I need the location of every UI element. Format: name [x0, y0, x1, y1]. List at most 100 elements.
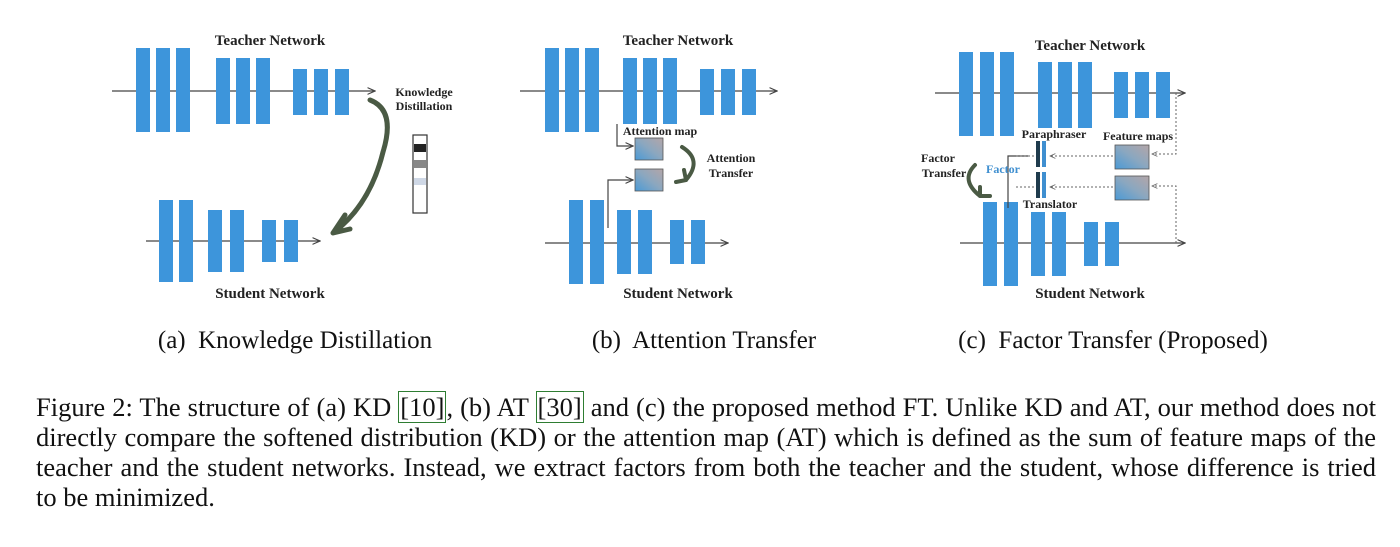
- layer-block: [980, 52, 994, 136]
- layer-block: [1105, 222, 1119, 266]
- layer-block: [236, 58, 250, 124]
- layer-block: [590, 200, 604, 284]
- layer-block: [256, 58, 270, 124]
- layer-block: [1114, 72, 1128, 118]
- layer-block: [176, 48, 190, 132]
- teacher-network-label: Teacher Network: [1035, 38, 1146, 54]
- layer-block: [569, 200, 583, 284]
- layer-block: [1038, 62, 1052, 128]
- layer-block: [230, 210, 244, 272]
- subcaption-b: (b) Attention Transfer: [592, 327, 817, 354]
- student-layers: [983, 202, 1119, 286]
- layer-block: [136, 48, 150, 132]
- factor-label: Factor: [986, 162, 1021, 176]
- layer-block: [565, 48, 579, 132]
- layer-block: [284, 220, 298, 262]
- panel-b: Teacher Network Student Network Attentio…: [520, 33, 777, 302]
- layer-block: [293, 69, 307, 115]
- subcaption-a: (a) Knowledge Distillation: [158, 327, 433, 354]
- translator-label: Translator: [1023, 197, 1078, 211]
- layer-block: [1000, 52, 1014, 136]
- translator-block: [1042, 172, 1046, 198]
- layer-block: [1156, 72, 1170, 118]
- student-network-label: Student Network: [1035, 286, 1145, 302]
- layer-block: [983, 202, 997, 286]
- layer-block: [721, 69, 735, 115]
- layer-block: [1078, 62, 1092, 128]
- distribution-cell: [414, 144, 426, 152]
- student-network-label: Student Network: [215, 286, 325, 302]
- teacher-network-label: Teacher Network: [623, 33, 734, 49]
- layer-block: [159, 200, 173, 282]
- student-attention-map: [634, 168, 664, 192]
- teacher-layers: [136, 48, 349, 132]
- layer-block: [663, 58, 677, 124]
- student-attention-link: [607, 180, 633, 228]
- teacher-attention-link: [616, 124, 633, 146]
- teacher-network-label: Teacher Network: [215, 33, 326, 49]
- student-network-label: Student Network: [623, 286, 733, 302]
- student-feature-link: [1152, 186, 1177, 243]
- layer-block: [742, 69, 756, 115]
- layer-block: [585, 48, 599, 132]
- student-layers: [159, 200, 298, 282]
- layer-block: [623, 58, 637, 124]
- figure-caption: Figure 2: The structure of (a) KD [10], …: [36, 391, 1376, 512]
- layer-block: [670, 220, 684, 264]
- student-layers: [569, 200, 705, 284]
- figure: Teacher Network Student Network Knowledg…: [112, 33, 1268, 354]
- layer-block: [643, 58, 657, 124]
- attention-transfer-arrow: [674, 145, 696, 184]
- transfer-label-line2: Transfer: [709, 166, 754, 180]
- feature-maps-label: Feature maps: [1103, 129, 1173, 143]
- layer-block: [545, 48, 559, 132]
- layer-block: [208, 210, 222, 272]
- layer-block: [959, 52, 973, 136]
- teacher-feature-map: [1114, 144, 1150, 170]
- knowledge-distillation-arrow: [330, 97, 390, 236]
- layer-block: [335, 69, 349, 115]
- distribution-frame: [412, 134, 428, 214]
- layer-block: [1004, 202, 1018, 286]
- factor-transfer-arrow: [966, 163, 992, 198]
- teacher-feature-link: [1152, 93, 1177, 154]
- layer-block: [1135, 72, 1149, 118]
- layer-block: [179, 200, 193, 282]
- distribution-cell: [414, 178, 426, 185]
- transfer-label-line2: Transfer: [922, 166, 967, 180]
- paraphraser-block: [1042, 141, 1046, 167]
- teacher-attention-map: [634, 137, 664, 161]
- paraphraser-label: Paraphraser: [1022, 127, 1087, 141]
- method-label-line1: Knowledge: [395, 85, 453, 99]
- caption-prefix: Figure 2: The structure of (a) KD: [36, 392, 399, 422]
- translator-block: [1036, 172, 1040, 198]
- layer-block: [691, 220, 705, 264]
- layer-block: [700, 69, 714, 115]
- layer-block: [1031, 212, 1045, 276]
- layer-block: [262, 220, 276, 262]
- citation-link-10[interactable]: [10]: [398, 391, 447, 423]
- softened-distribution-bar: [412, 134, 428, 214]
- layer-block: [1084, 222, 1098, 266]
- transfer-label-line1: Attention: [707, 151, 756, 165]
- panel-a: Teacher Network Student Network Knowledg…: [112, 33, 453, 302]
- citation-link-30[interactable]: [30]: [535, 391, 584, 423]
- layer-block: [1052, 212, 1066, 276]
- layer-block: [1058, 62, 1072, 128]
- panel-c: Teacher Network Student Network Paraphra…: [921, 38, 1185, 302]
- figure-svg: Teacher Network Student Network Knowledg…: [112, 33, 1268, 354]
- layer-block: [314, 69, 328, 115]
- layer-block: [617, 210, 631, 274]
- attention-map-label: Attention map: [623, 124, 698, 138]
- caption-mid: , (b) AT: [446, 392, 536, 422]
- layer-block: [216, 58, 230, 124]
- method-label-line2: Distillation: [396, 99, 453, 113]
- layer-block: [638, 210, 652, 274]
- layer-block: [156, 48, 170, 132]
- transfer-label-line1: Factor: [921, 151, 956, 165]
- paraphraser-block: [1036, 141, 1040, 167]
- teacher-layers: [959, 52, 1170, 136]
- distribution-cell: [414, 160, 426, 168]
- subcaption-c: (c) Factor Transfer (Proposed): [958, 327, 1268, 354]
- student-feature-map: [1114, 175, 1150, 201]
